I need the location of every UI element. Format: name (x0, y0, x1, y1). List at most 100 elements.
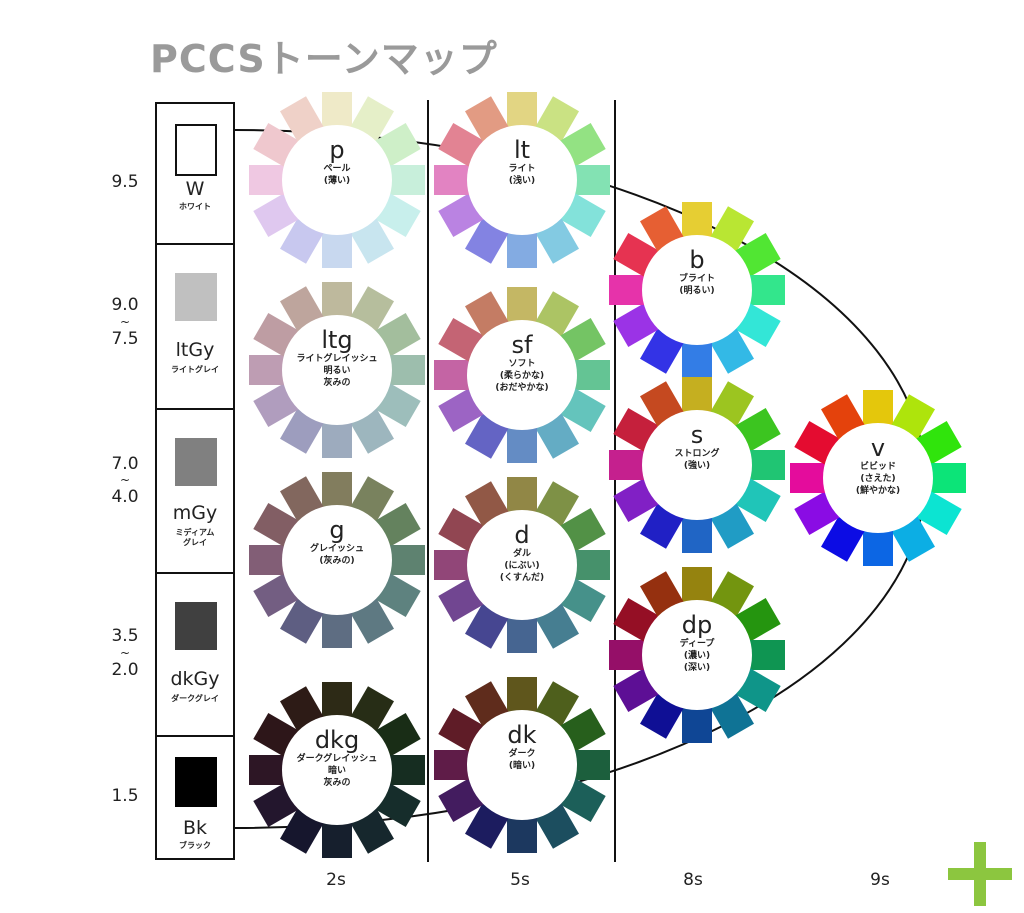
tone-jp-name: ストロング (674, 449, 720, 459)
swatch-dkgy (175, 602, 217, 650)
tone-jp-name: (明るい) (679, 286, 715, 296)
tone-jp-name: 暗い (327, 766, 346, 776)
swatch-mgy (175, 438, 217, 486)
tone-jp-name: グレイッシュ (309, 544, 364, 554)
tone-jp-name: ビビッド (859, 462, 896, 472)
gray-jp: ブラック (179, 841, 211, 850)
gray-code: mGy (172, 502, 218, 524)
gray-cell-mgy: mGy ミディアム グレイ (157, 410, 233, 574)
tone-jp-name: (暗い) (508, 761, 536, 771)
tone-jp-name: 灰みの (323, 378, 351, 388)
value-dkgy-bottom: 2.0 (111, 660, 139, 680)
tone-jp-name: ペール (323, 164, 351, 174)
gray-jp: ライトグレイ (171, 365, 219, 374)
tone-jp-name: (くすんだ) (499, 573, 545, 583)
saturation-label: 2s (326, 870, 346, 890)
gray-cell-ltgy: ltGy ライトグレイ (157, 245, 233, 410)
page-title: PCCSトーンマップ (150, 37, 498, 81)
tone-jp-name: (強い) (683, 461, 711, 471)
tone-code: dp (681, 611, 713, 639)
tone-jp-name: (さえた) (860, 474, 896, 484)
achromatic-column: W ホワイト ltGy ライトグレイ mGy ミディアム グレイ dkGy ダー… (155, 102, 235, 860)
gray-cell-dkgy: dkGy ダークグレイ (157, 574, 233, 737)
tilde: ~ (119, 315, 131, 329)
tone-jp-name: ディープ (679, 639, 715, 649)
value-dkgy-top: 3.5 (111, 626, 139, 646)
gray-code: ltGy (175, 339, 215, 361)
gray-jp: ダークグレイ (171, 694, 219, 703)
tone-jp-name: ダル (512, 549, 531, 559)
tone-jp-name: ダーク (508, 749, 536, 759)
tilde: ~ (119, 473, 131, 487)
gray-code: dkGy (170, 668, 220, 690)
tone-jp-name: (鮮やかな) (855, 486, 901, 496)
tone-jp-name: (深い) (683, 663, 711, 673)
gray-code: W (185, 178, 205, 200)
tone-code: dk (507, 721, 537, 749)
tone-code: b (689, 246, 705, 274)
gray-jp: ホワイト (179, 202, 211, 211)
tone-code: dkg (314, 726, 360, 754)
gray-cell-bk: Bk ブラック (157, 737, 233, 860)
plus-icon[interactable] (948, 842, 1012, 906)
tone-code: g (329, 516, 345, 544)
tone-code: p (329, 136, 345, 164)
tone-jp-name: (濃い) (683, 651, 711, 661)
tone-jp-name: (薄い) (323, 176, 351, 186)
tone-code: d (514, 521, 530, 549)
saturation-label: 8s (683, 870, 703, 890)
tone-jp-name: (にぶい) (504, 561, 540, 571)
tone-code: v (870, 434, 886, 462)
value-ltgy-bottom: 7.5 (111, 329, 139, 349)
value-bk: 1.5 (111, 786, 139, 806)
tone-jp-name: ライトグレイッシュ (296, 354, 378, 364)
value-mgy-top: 7.0 (111, 454, 139, 474)
tilde: ~ (119, 646, 131, 660)
tone-jp-name: ライト (508, 164, 536, 174)
saturation-label: 5s (510, 870, 530, 890)
tone-jp-name: ダークグレイッシュ (296, 754, 378, 764)
tone-jp-name: (灰みの) (319, 556, 355, 566)
tone-jp-name: (おだやかな) (495, 383, 549, 393)
swatch-w (175, 124, 217, 176)
tone-jp-name: (柔らかな) (499, 371, 545, 381)
value-ltgy-top: 9.0 (111, 295, 139, 315)
tone-code: ltg (321, 326, 353, 354)
gray-cell-w: W ホワイト (157, 104, 233, 245)
tone-jp-name: ブライト (678, 274, 715, 284)
tone-jp-name: (浅い) (508, 176, 536, 186)
tone-jp-name: ソフト (508, 359, 536, 369)
tone-code: lt (513, 136, 531, 164)
gray-code: Bk (182, 817, 208, 839)
value-mgy-bottom: 4.0 (111, 487, 139, 507)
saturation-label: 9s (870, 870, 890, 890)
tone-jp-name: 明るい (323, 366, 351, 376)
tone-jp-name: 灰みの (323, 778, 351, 788)
swatch-ltgy (175, 273, 217, 321)
tone-code: s (690, 421, 704, 449)
